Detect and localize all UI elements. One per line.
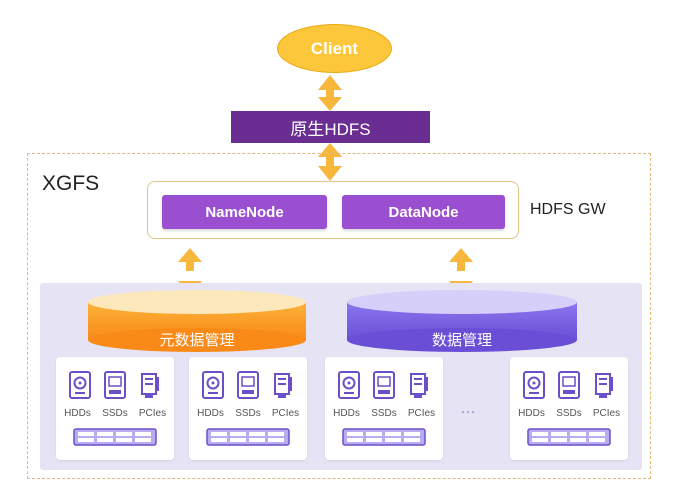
ssd-icon: [104, 371, 126, 399]
ssd-icon: [373, 371, 395, 399]
more-nodes-ellipsis: …: [460, 400, 477, 417]
storage-node-card: HDDs SSDs PCIes: [325, 357, 443, 460]
server-rack-icon: [342, 428, 426, 446]
hdd-label: HDDs: [197, 408, 224, 419]
datanode-box: DataNode: [342, 195, 505, 229]
hdfs-gw-label: HDFS GW: [530, 201, 606, 218]
ssd-label: SSDs: [556, 408, 582, 419]
data-management-label: 数据管理: [431, 332, 492, 349]
pcie-icon: [274, 373, 292, 398]
server-rack-icon: [73, 428, 157, 446]
pcie-icon: [141, 373, 159, 398]
client-label: Client: [310, 38, 359, 58]
ssd-icon: [558, 371, 580, 399]
xgfs-frame: [27, 153, 651, 479]
storage-node-card: HDDs SSDs PCIes: [189, 357, 307, 460]
hdd-label: HDDs: [64, 408, 91, 419]
storage-node-card: HDDs SSDs PCIes: [56, 357, 174, 460]
pcie-label: PCIes: [271, 408, 300, 419]
client-protocol-arrow: [318, 75, 342, 111]
ssd-label: SSDs: [102, 408, 128, 419]
server-rack-icon: [206, 428, 290, 446]
hdd-icon: [523, 371, 545, 399]
data-cylinder: [347, 290, 577, 352]
native-hdfs-label: 原生HDFS: [290, 119, 371, 139]
xgfs-label: XGFS: [42, 172, 100, 195]
native-hdfs-bar: 原生HDFS: [231, 111, 430, 143]
client-node: Client: [277, 24, 392, 73]
metadata-management-label: 元数据管理: [159, 332, 235, 349]
pcie-label: PCIes: [407, 408, 436, 419]
hdd-icon: [202, 371, 224, 399]
metadata-cylinder: [88, 290, 306, 352]
hdd-label: HDDs: [518, 408, 545, 419]
hdd-icon: [69, 371, 91, 399]
datanode-label: DataNode: [388, 203, 459, 221]
ssd-icon: [237, 371, 259, 399]
pcie-icon: [410, 373, 428, 398]
namenode-box: NameNode: [162, 195, 327, 229]
pcie-icon: [595, 373, 613, 398]
hdd-icon: [338, 371, 360, 399]
ssd-label: SSDs: [371, 408, 397, 419]
ssd-label: SSDs: [235, 408, 261, 419]
storage-node-card: HDDs SSDs PCIes: [510, 357, 628, 460]
server-rack-icon: [527, 428, 611, 446]
pcie-label: PCIes: [138, 408, 167, 419]
pcie-label: PCIes: [592, 408, 621, 419]
namenode-label: NameNode: [205, 203, 284, 221]
hdd-label: HDDs: [333, 408, 360, 419]
